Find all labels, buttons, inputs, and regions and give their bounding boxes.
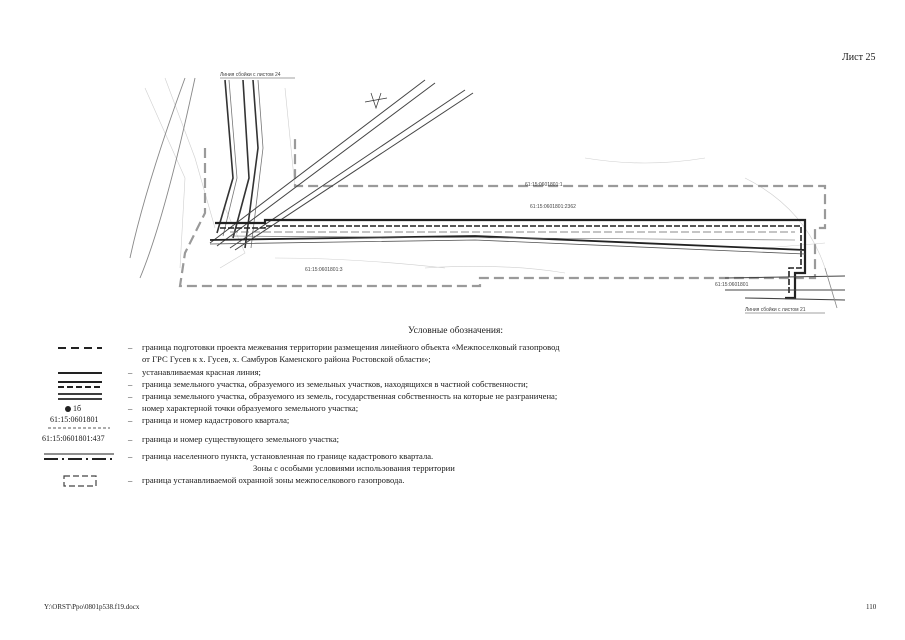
legend-item-private-parcel: – граница земельного участка, образуемог… [40,379,880,391]
footer-file-path: Y:\ORST\Ppo\0801p538.f19.docx [44,603,140,611]
quarter-label-2: 61:15:0601801:3 [305,267,343,273]
legend-item-protection-zone: – граница устанавливаемой охранной зоны … [40,475,880,487]
thick-line-symbol [58,393,102,400]
dash-dot-line-symbol [44,453,114,460]
point-marker-icon [65,406,71,412]
point-number-symbol: 1б [73,404,82,413]
legend-item-cadastral-quarter: 61:15:0601801 – граница и номер кадастро… [48,415,290,429]
double-dashed-line-symbol [58,381,102,388]
quarter-label-4: 61:15:0601801:1 [525,182,563,188]
planning-boundary [178,138,827,288]
legend-item-planning-boundary-cont: от ГРС Гусев к х. Гусев, х. Самбуров Кам… [142,354,431,364]
quarter-label-3: 61:15:0601801 [715,282,749,288]
sheet-number: Лист 25 [842,52,876,63]
legend-item-red-line: – устанавливаемая красная линия; [40,367,880,379]
legend-item-state-parcel: – граница земельного участка, образуемог… [40,391,880,403]
parcel-boundary-private [215,218,807,300]
match-line-top: Линия сбойки с листом 24 [220,71,281,78]
dashed-line-symbol [58,347,102,349]
quarter-label-1: 61:15:0601801:2362 [530,204,576,210]
legend-item-settlement-border: – граница населенного пункта, установлен… [40,451,880,463]
footer-page-number: 110 [866,603,877,611]
north-arrow-icon [364,92,388,110]
legend-item-point-number: 1б – номер характерной точки образуемого… [40,403,880,415]
quarter-number-symbol: 61:15:0601801 [50,415,99,424]
zones-title: Зоны с особыми условиями использования т… [253,463,455,473]
parcel-number-symbol: 61:15:0601801:437 [42,434,105,443]
legend-item-existing-parcel: 61:15:0601801:437 – граница и номер суще… [42,434,340,444]
protection-zone-symbol [63,475,97,487]
cadastral-map: Линия сбойки с листом 24 Линия сбойки с … [129,71,845,314]
match-line-bottom: Линия сбойки с листом 21 [745,306,806,313]
legend-title: Условные обозначения: [408,326,504,336]
solid-line-symbol [58,372,102,374]
legend-item-planning-boundary: – граница подготовки проекта межевания т… [40,342,880,354]
